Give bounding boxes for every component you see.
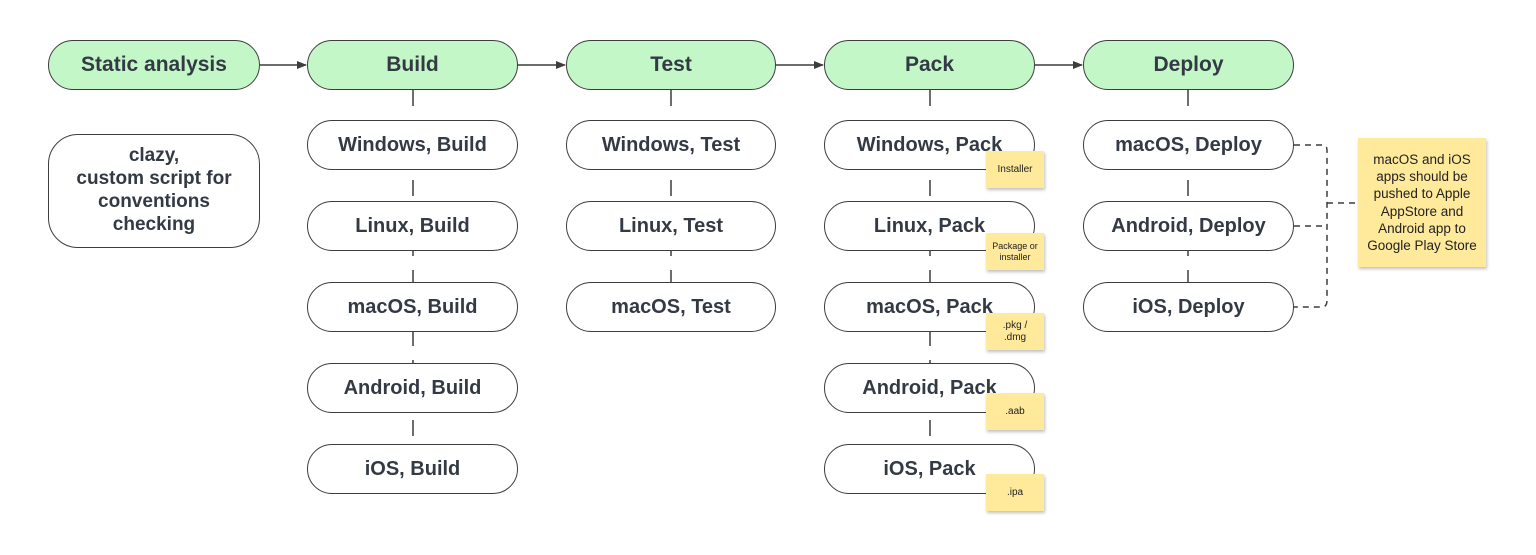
build-job-ios[interactable]: iOS, Build bbox=[307, 444, 518, 494]
stage-pack[interactable]: Pack bbox=[824, 40, 1035, 90]
test-job-linux[interactable]: Linux, Test bbox=[566, 201, 776, 251]
artifact-note-android: .aab bbox=[986, 393, 1044, 430]
deploy-job-macos[interactable]: macOS, Deploy bbox=[1083, 120, 1294, 170]
artifact-note-windows: Installer bbox=[986, 151, 1044, 188]
artifact-note-macos: .pkg / .dmg bbox=[986, 313, 1044, 350]
static-analysis-tools-label: clazy, custom script for conventions che… bbox=[76, 145, 232, 235]
artifact-note-linux: Package or installer bbox=[986, 233, 1044, 270]
build-job-windows[interactable]: Windows, Build bbox=[307, 120, 518, 170]
test-job-windows[interactable]: Windows, Test bbox=[566, 120, 776, 170]
deploy-job-ios[interactable]: iOS, Deploy bbox=[1083, 282, 1294, 332]
pack-job-ios[interactable]: iOS, Pack bbox=[824, 444, 1035, 494]
stage-static-analysis[interactable]: Static analysis bbox=[48, 40, 260, 90]
build-job-android[interactable]: Android, Build bbox=[307, 363, 518, 413]
artifact-note-ios: .ipa bbox=[986, 474, 1044, 511]
build-job-macos[interactable]: macOS, Build bbox=[307, 282, 518, 332]
stage-build[interactable]: Build bbox=[307, 40, 518, 90]
deploy-store-note: macOS and iOS apps should be pushed to A… bbox=[1358, 138, 1486, 267]
deploy-note-brace bbox=[1294, 144, 1328, 308]
static-analysis-tools-box[interactable]: clazy, custom script for conventions che… bbox=[48, 134, 260, 248]
test-job-macos[interactable]: macOS, Test bbox=[566, 282, 776, 332]
build-job-linux[interactable]: Linux, Build bbox=[307, 201, 518, 251]
deploy-job-android[interactable]: Android, Deploy bbox=[1083, 201, 1294, 251]
stage-test[interactable]: Test bbox=[566, 40, 776, 90]
stage-deploy[interactable]: Deploy bbox=[1083, 40, 1294, 90]
